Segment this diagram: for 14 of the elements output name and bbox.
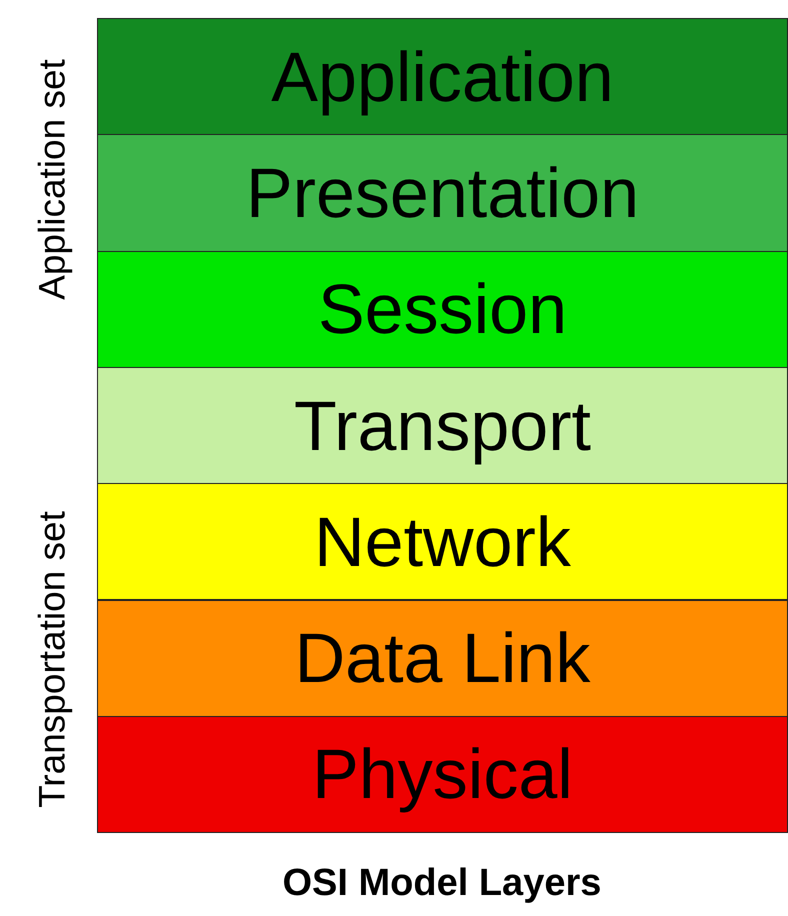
layer-name: Session [318, 274, 568, 344]
layer-band [97, 134, 788, 252]
layer-band [97, 716, 788, 834]
group-label: Transportation set [34, 510, 70, 810]
layer-band [97, 250, 788, 368]
layer-name: Network [314, 506, 571, 577]
layer-band [97, 18, 788, 136]
group-label: Application set [34, 58, 70, 302]
diagram-title: OSI Model Layers [282, 862, 602, 905]
layer-band [97, 483, 788, 600]
layer-name: Presentation [246, 158, 640, 228]
layer-band [97, 600, 788, 717]
layer-name: Data Link [294, 623, 590, 694]
layer-band [97, 366, 788, 484]
